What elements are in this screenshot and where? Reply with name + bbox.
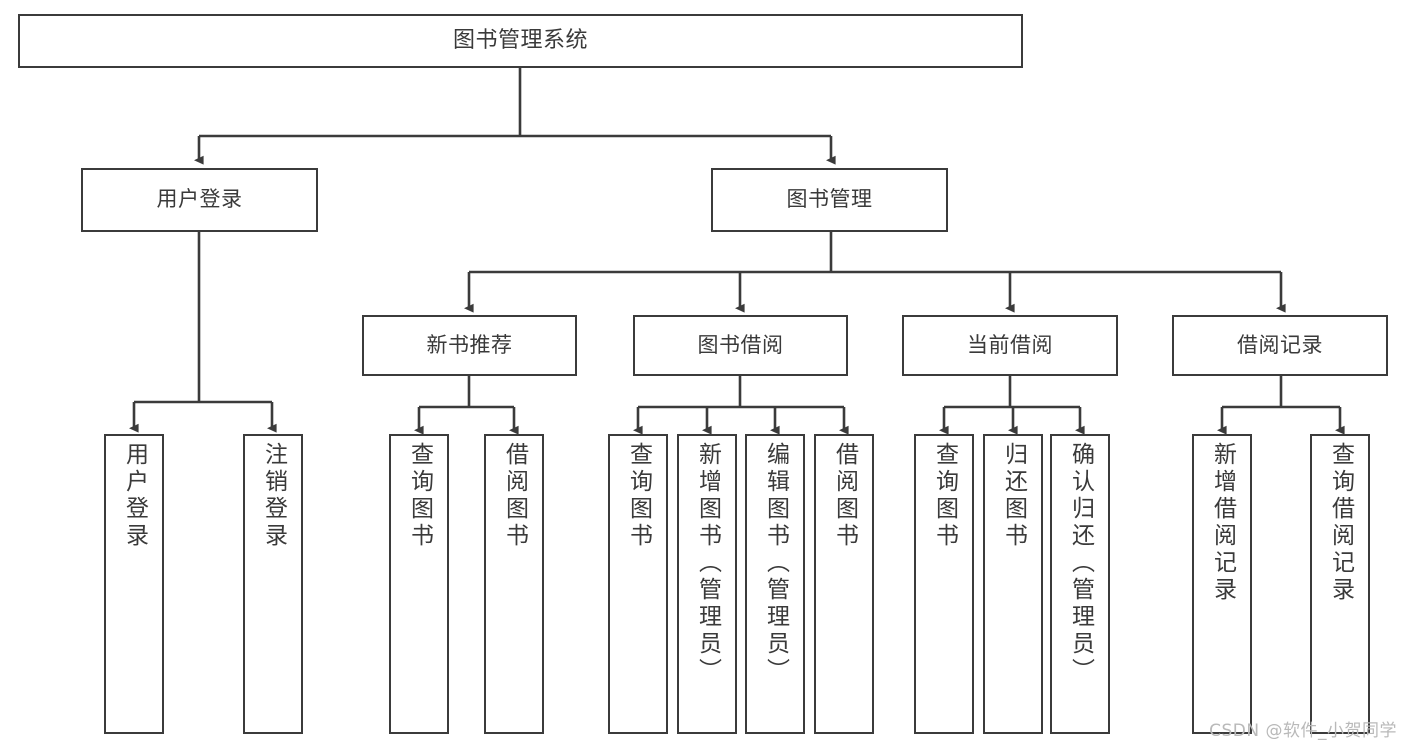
node-label: 新增图书（管理员） [694, 442, 721, 685]
leaf-add-borrow-record[interactable]: 新增借阅记录 [1192, 434, 1252, 734]
node-label: 查询借阅记录 [1327, 442, 1354, 604]
leaf-return-book[interactable]: 归还图书 [983, 434, 1043, 734]
node-label: 用户登录 [121, 442, 148, 550]
node-borrow-record[interactable]: 借阅记录 [1172, 315, 1388, 376]
leaf-add-book-admin[interactable]: 新增图书（管理员） [677, 434, 737, 734]
leaf-query-book-current[interactable]: 查询图书 [914, 434, 974, 734]
node-label: 归还图书 [1000, 442, 1027, 550]
leaf-edit-book-admin[interactable]: 编辑图书（管理员） [745, 434, 805, 734]
node-label: 借阅图书 [831, 442, 858, 550]
node-label: 图书管理系统 [452, 28, 588, 54]
leaf-query-borrow-record[interactable]: 查询借阅记录 [1310, 434, 1370, 734]
node-label: 查询图书 [406, 442, 433, 550]
leaf-borrow-book-recommend[interactable]: 借阅图书 [484, 434, 544, 734]
node-label: 确认归还（管理员） [1067, 442, 1094, 685]
leaf-confirm-return-admin[interactable]: 确认归还（管理员） [1050, 434, 1110, 734]
node-user-login[interactable]: 用户登录 [81, 168, 318, 232]
node-label: 查询图书 [625, 442, 652, 550]
node-label: 编辑图书（管理员） [762, 442, 789, 685]
node-new-book-recommend[interactable]: 新书推荐 [362, 315, 577, 376]
node-label: 图书借阅 [697, 332, 784, 357]
node-label: 新书推荐 [426, 332, 513, 357]
node-label: 当前借阅 [967, 332, 1053, 357]
node-label: 新增借阅记录 [1209, 442, 1236, 604]
node-label: 查询图书 [931, 442, 958, 550]
node-label: 借阅图书 [501, 442, 528, 550]
node-root-book-management-system[interactable]: 图书管理系统 [18, 14, 1023, 68]
node-book-management[interactable]: 图书管理 [711, 168, 948, 232]
node-book-borrow[interactable]: 图书借阅 [633, 315, 848, 376]
leaf-query-book-recommend[interactable]: 查询图书 [389, 434, 449, 734]
node-label: 借阅记录 [1237, 332, 1323, 357]
csdn-watermark: CSDN @软件_小贺同学 [1209, 721, 1397, 741]
node-label: 图书管理 [786, 187, 873, 212]
leaf-query-book-borrow[interactable]: 查询图书 [608, 434, 668, 734]
leaf-user-login[interactable]: 用户登录 [104, 434, 164, 734]
leaf-borrow-book[interactable]: 借阅图书 [814, 434, 874, 734]
node-label: 用户登录 [156, 187, 243, 212]
leaf-logout-login[interactable]: 注销登录 [243, 434, 303, 734]
node-current-borrow[interactable]: 当前借阅 [902, 315, 1118, 376]
node-label: 注销登录 [260, 442, 287, 550]
